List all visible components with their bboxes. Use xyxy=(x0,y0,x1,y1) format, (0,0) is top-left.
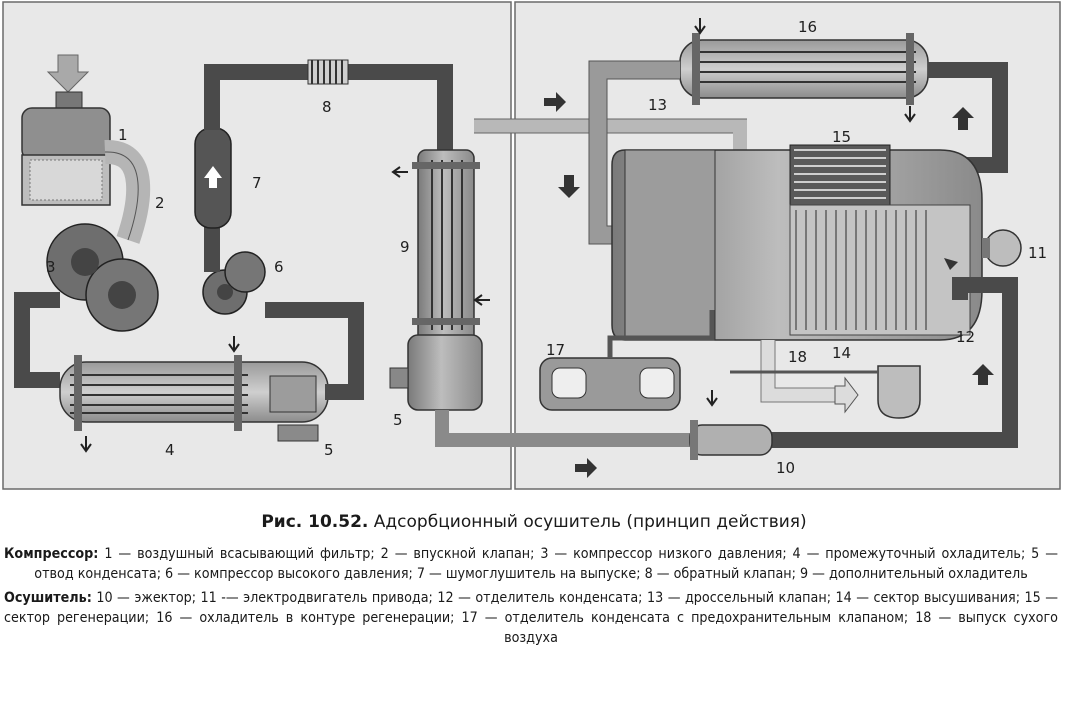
ejector xyxy=(689,420,773,460)
legend-dryer: Осушитель: 10 — эжектор; 11 -— электродв… xyxy=(4,588,1058,648)
outlet-arrow-icon xyxy=(834,376,859,414)
label-2: 2 xyxy=(155,194,165,212)
check-valve xyxy=(307,59,349,85)
figure-number: Рис. 10.52. xyxy=(261,512,369,532)
label-7: 7 xyxy=(252,174,262,192)
label-15: 15 xyxy=(832,128,851,146)
label-4: 4 xyxy=(165,441,175,459)
label-13: 13 xyxy=(648,96,667,114)
dry-air-outlet xyxy=(761,340,835,402)
regeneration-cooler xyxy=(679,33,929,105)
legend-compressor-text: 1 — воздушный всасывающий фильтр; 2 — вп… xyxy=(34,546,1058,582)
label-14: 14 xyxy=(832,344,851,362)
label-10: 10 xyxy=(776,459,795,477)
drying-sector xyxy=(789,204,971,336)
label-5a: 5 xyxy=(324,441,334,459)
condensate-separator-valve xyxy=(539,357,681,411)
intercooler xyxy=(59,355,329,431)
label-3: 3 xyxy=(46,258,56,276)
legend-compressor-head: Компрессор: xyxy=(4,546,99,562)
label-11: 11 xyxy=(1028,244,1047,262)
label-1: 1 xyxy=(118,126,128,144)
drive-motor xyxy=(984,229,1022,267)
legend-dryer-head: Осушитель: xyxy=(4,590,92,606)
legend-dryer-text: 10 — эжектор; 11 -— электродвигатель при… xyxy=(4,590,1058,646)
regeneration-sector xyxy=(789,144,891,206)
caption: Рис. 10.52. Адсорбционный осушитель (при… xyxy=(0,512,1068,652)
hp-compressor xyxy=(202,251,266,315)
label-17: 17 xyxy=(546,341,565,359)
lp-compressor xyxy=(46,223,159,332)
label-16: 16 xyxy=(798,18,817,36)
figure-title: Рис. 10.52. Адсорбционный осушитель (при… xyxy=(0,512,1068,532)
legend-compressor: Компрессор: 1 — воздушный всасывающий фи… xyxy=(4,544,1058,584)
up-arrow-icon xyxy=(204,166,222,188)
pipe-to-ejector xyxy=(435,410,700,447)
condensate-separator-pipe xyxy=(760,277,1018,448)
intake-arrow-icon xyxy=(46,54,90,93)
label-18: 18 xyxy=(788,348,807,366)
aftercooler xyxy=(389,149,483,411)
air-filter xyxy=(21,91,111,206)
pipe-to-check-valve xyxy=(204,64,310,130)
condensate-drain-1 xyxy=(277,424,319,442)
flow-arrows xyxy=(544,92,994,478)
label-6: 6 xyxy=(274,258,284,276)
pipe-lp-out xyxy=(14,292,60,388)
pipe-to-dryer xyxy=(474,119,747,150)
dryer-diagram: 1 2 3 4 5 5 6 7 8 9 10 11 12 13 14 15 16… xyxy=(2,1,1061,490)
label-12: 12 xyxy=(956,328,975,346)
label-8: 8 xyxy=(322,98,332,116)
separator-bowl xyxy=(877,365,921,419)
label-9: 9 xyxy=(400,238,410,256)
pipe-cooler-to-hp xyxy=(265,302,364,400)
label-5b: 5 xyxy=(393,411,403,429)
figure-title-text: Адсорбционный осушитель (принцип действи… xyxy=(368,512,807,532)
